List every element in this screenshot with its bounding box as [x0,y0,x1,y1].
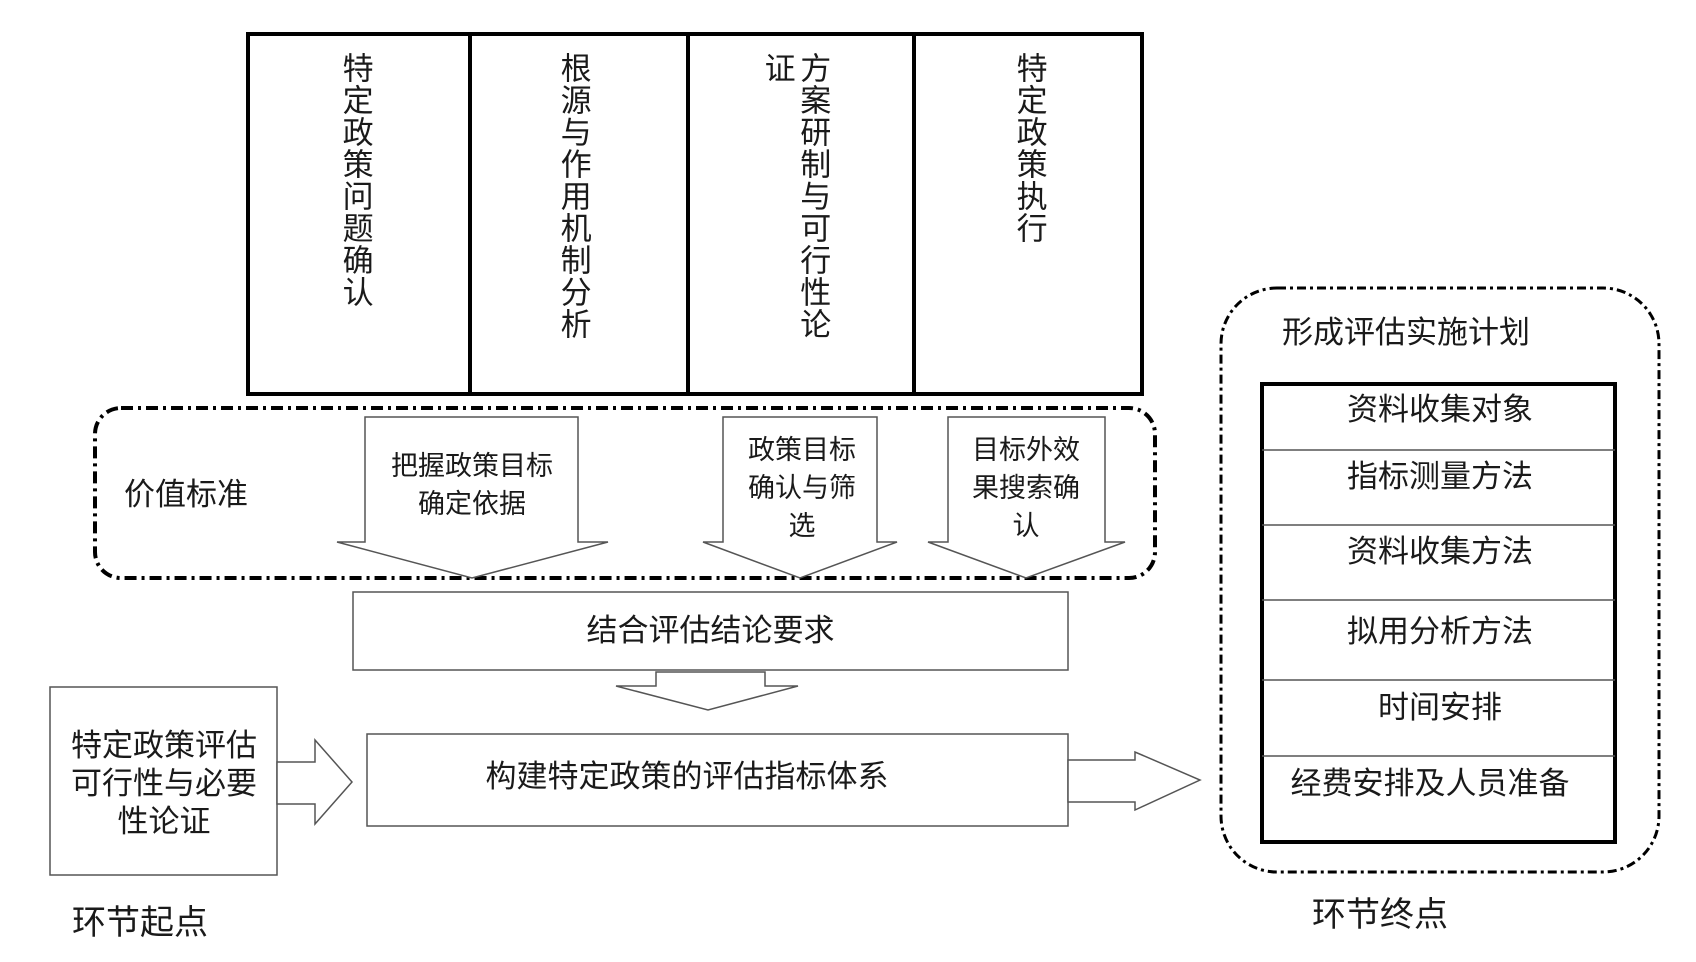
main-box-text: 构建特定政策的评估指标体系 [485,759,889,795]
start-right-arrow [276,738,353,826]
start-box-text: 特定政策评估可行性与必要性论证 [71,728,257,840]
start-box [49,686,278,876]
down-arrow-2-text: 政策目标确认与筛选 [748,435,856,542]
down-arrow-2 [702,416,898,579]
stage-2-label: 根源与作用机制分析 [554,52,591,340]
plan-row: 指标测量方法 [1347,459,1533,495]
stage-table-border [246,32,1144,396]
combine-box [352,591,1069,671]
plan-row: 拟用分析方法 [1347,614,1533,650]
combine-down-arrow [615,671,799,711]
plan-row: 时间安排 [1378,690,1502,726]
combine-box-text: 结合评估结论要求 [586,613,835,649]
stage-3-label: 方案研制与可行性论证 [758,52,831,340]
down-arrow-3 [927,416,1126,579]
stage-4-label: 特定政策执行 [1010,52,1047,244]
plan-row: 经费安排及人员准备 [1290,766,1570,802]
main-box [366,733,1069,827]
plan-outer-box [1219,286,1661,874]
plan-row: 资料收集对象 [1347,392,1533,428]
end-label: 环节终点 [1312,895,1448,935]
main-right-arrow [1067,750,1202,812]
down-arrow-1-text: 把握政策目标确定依据 [391,451,553,520]
plan-table [1260,382,1617,844]
down-arrow-1 [336,416,609,579]
plan-title: 形成评估实施计划 [1282,315,1530,351]
stage-table [246,32,1144,396]
stage-1-label: 特定政策问题确认 [336,52,373,308]
value-standard-label: 价值标准 [124,477,248,513]
down-arrow-3-text: 目标外效果搜索确认 [972,435,1080,542]
start-label: 环节起点 [72,903,208,943]
value-standard-box [93,406,1157,580]
plan-row: 资料收集方法 [1347,534,1533,570]
